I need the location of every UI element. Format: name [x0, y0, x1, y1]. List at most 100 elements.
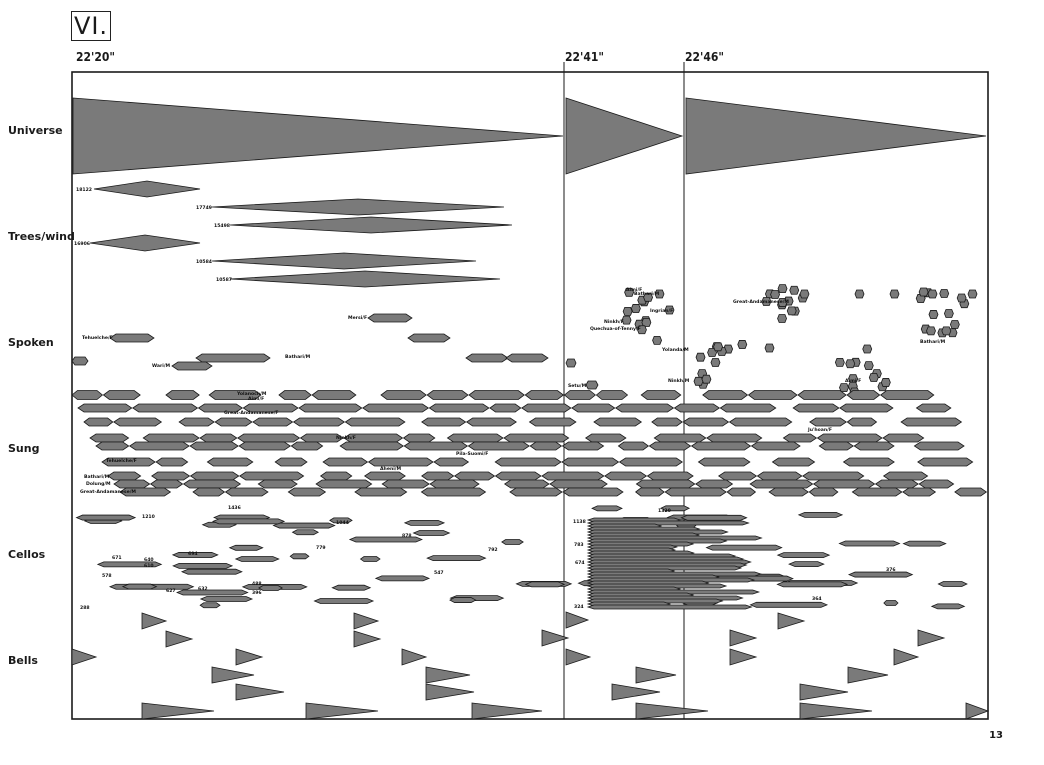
cello-event: [749, 601, 829, 608]
trees-swell: [211, 198, 505, 216]
cello-event: [199, 602, 221, 609]
cello-event: [449, 597, 477, 603]
spoken-event: [956, 293, 967, 303]
sung-event: [189, 471, 240, 481]
trees-label: 18122: [76, 187, 92, 193]
row-label-cellos: Cellos: [8, 548, 46, 561]
bell-triangle: [425, 666, 471, 684]
sung-event: [915, 403, 952, 413]
sung-event: [706, 433, 763, 443]
sung-event: [584, 433, 627, 443]
spoken-label: Mersi/F: [348, 315, 367, 321]
sung-event: [429, 479, 480, 489]
cello-event: [797, 511, 844, 518]
spoken-event: [693, 376, 704, 386]
spoken-event: [701, 374, 712, 384]
sung-event: [797, 390, 847, 400]
cello-label: 779: [316, 545, 326, 551]
spoken-event: [799, 289, 810, 299]
sung-event: [809, 417, 848, 427]
sung-event: [702, 390, 749, 400]
time-marker-second: 22'41": [565, 50, 604, 64]
spoken-event: [195, 353, 271, 363]
spoken-event: [630, 304, 641, 313]
spoken-event: [845, 359, 856, 369]
universe-triangle: [72, 97, 564, 175]
spoken-label: Great-Andamanese/M: [733, 299, 789, 305]
cello-event: [172, 563, 234, 569]
sung-event: [113, 417, 163, 427]
cello-event: [838, 540, 901, 547]
sung-event: [101, 457, 156, 467]
sung-event: [298, 403, 363, 413]
trees-label: 10587: [216, 277, 232, 283]
sung-event: [749, 479, 814, 489]
sung-event: [604, 471, 648, 481]
sung-event: [426, 390, 469, 400]
row-label-sung: Sung: [8, 442, 40, 455]
sung-event: [165, 390, 200, 400]
sung-event: [132, 403, 199, 413]
bell-triangle: [847, 666, 889, 684]
sung-event: [541, 471, 605, 481]
sung-event: [615, 403, 675, 413]
cello-label: 792: [488, 547, 498, 553]
trees-swell: [89, 234, 201, 252]
cello-label: 578: [102, 573, 112, 579]
bell-triangle: [211, 666, 255, 684]
sung-event: [617, 441, 650, 451]
spoken-event: [407, 333, 451, 343]
spoken-event: [109, 333, 155, 343]
sung-event: [913, 441, 965, 451]
spoken-event: [695, 352, 706, 362]
cello-event: [586, 604, 753, 610]
sung-event: [206, 457, 254, 467]
bell-triangle: [141, 702, 215, 720]
sung-event: [812, 479, 876, 489]
spoken-event: [777, 314, 787, 323]
cello-event: [883, 600, 899, 606]
bell-triangle: [565, 648, 592, 666]
universe-triangle: [565, 97, 684, 175]
sung-event: [77, 403, 133, 413]
cello-label: 288: [80, 605, 90, 611]
bell-triangle: [71, 648, 98, 666]
spoken-event: [854, 289, 865, 299]
sung-event: [239, 471, 305, 481]
sung-event: [682, 417, 730, 427]
cello-event: [272, 522, 336, 529]
spoken-event: [926, 326, 936, 336]
sung-event: [189, 441, 239, 451]
sung-event: [199, 433, 238, 443]
sung-event: [918, 479, 955, 489]
row-label-universe: Universe: [8, 124, 63, 137]
cello-label: 671: [112, 555, 122, 561]
sung-event: [381, 479, 430, 489]
cello-label: 640: [144, 557, 154, 563]
sung-event: [839, 403, 894, 413]
sung-event: [529, 441, 563, 451]
sung-event: [192, 487, 226, 497]
cello-label: 364: [812, 596, 822, 602]
sung-event: [646, 471, 694, 481]
cello-event: [426, 555, 487, 562]
sung-event: [214, 417, 253, 427]
cello-label: 627: [166, 588, 176, 594]
sung-label: Bathari/M: [84, 474, 110, 480]
sung-event: [879, 390, 935, 400]
spoken-event: [928, 310, 939, 319]
spoken-event: [622, 306, 633, 316]
trees-label: 10584: [196, 259, 212, 265]
sung-event: [319, 471, 353, 481]
spoken-event: [652, 335, 662, 345]
sung-label: Ju'hoan/F: [807, 427, 832, 433]
cello-event: [329, 517, 353, 524]
sung-event: [102, 390, 141, 400]
sung-event: [549, 479, 608, 489]
cello-event: [659, 505, 691, 512]
trees-label: 17749: [196, 205, 212, 211]
sung-event: [851, 487, 903, 497]
sung-event: [618, 457, 684, 467]
spoken-event: [707, 348, 718, 357]
cello-event: [930, 603, 966, 610]
